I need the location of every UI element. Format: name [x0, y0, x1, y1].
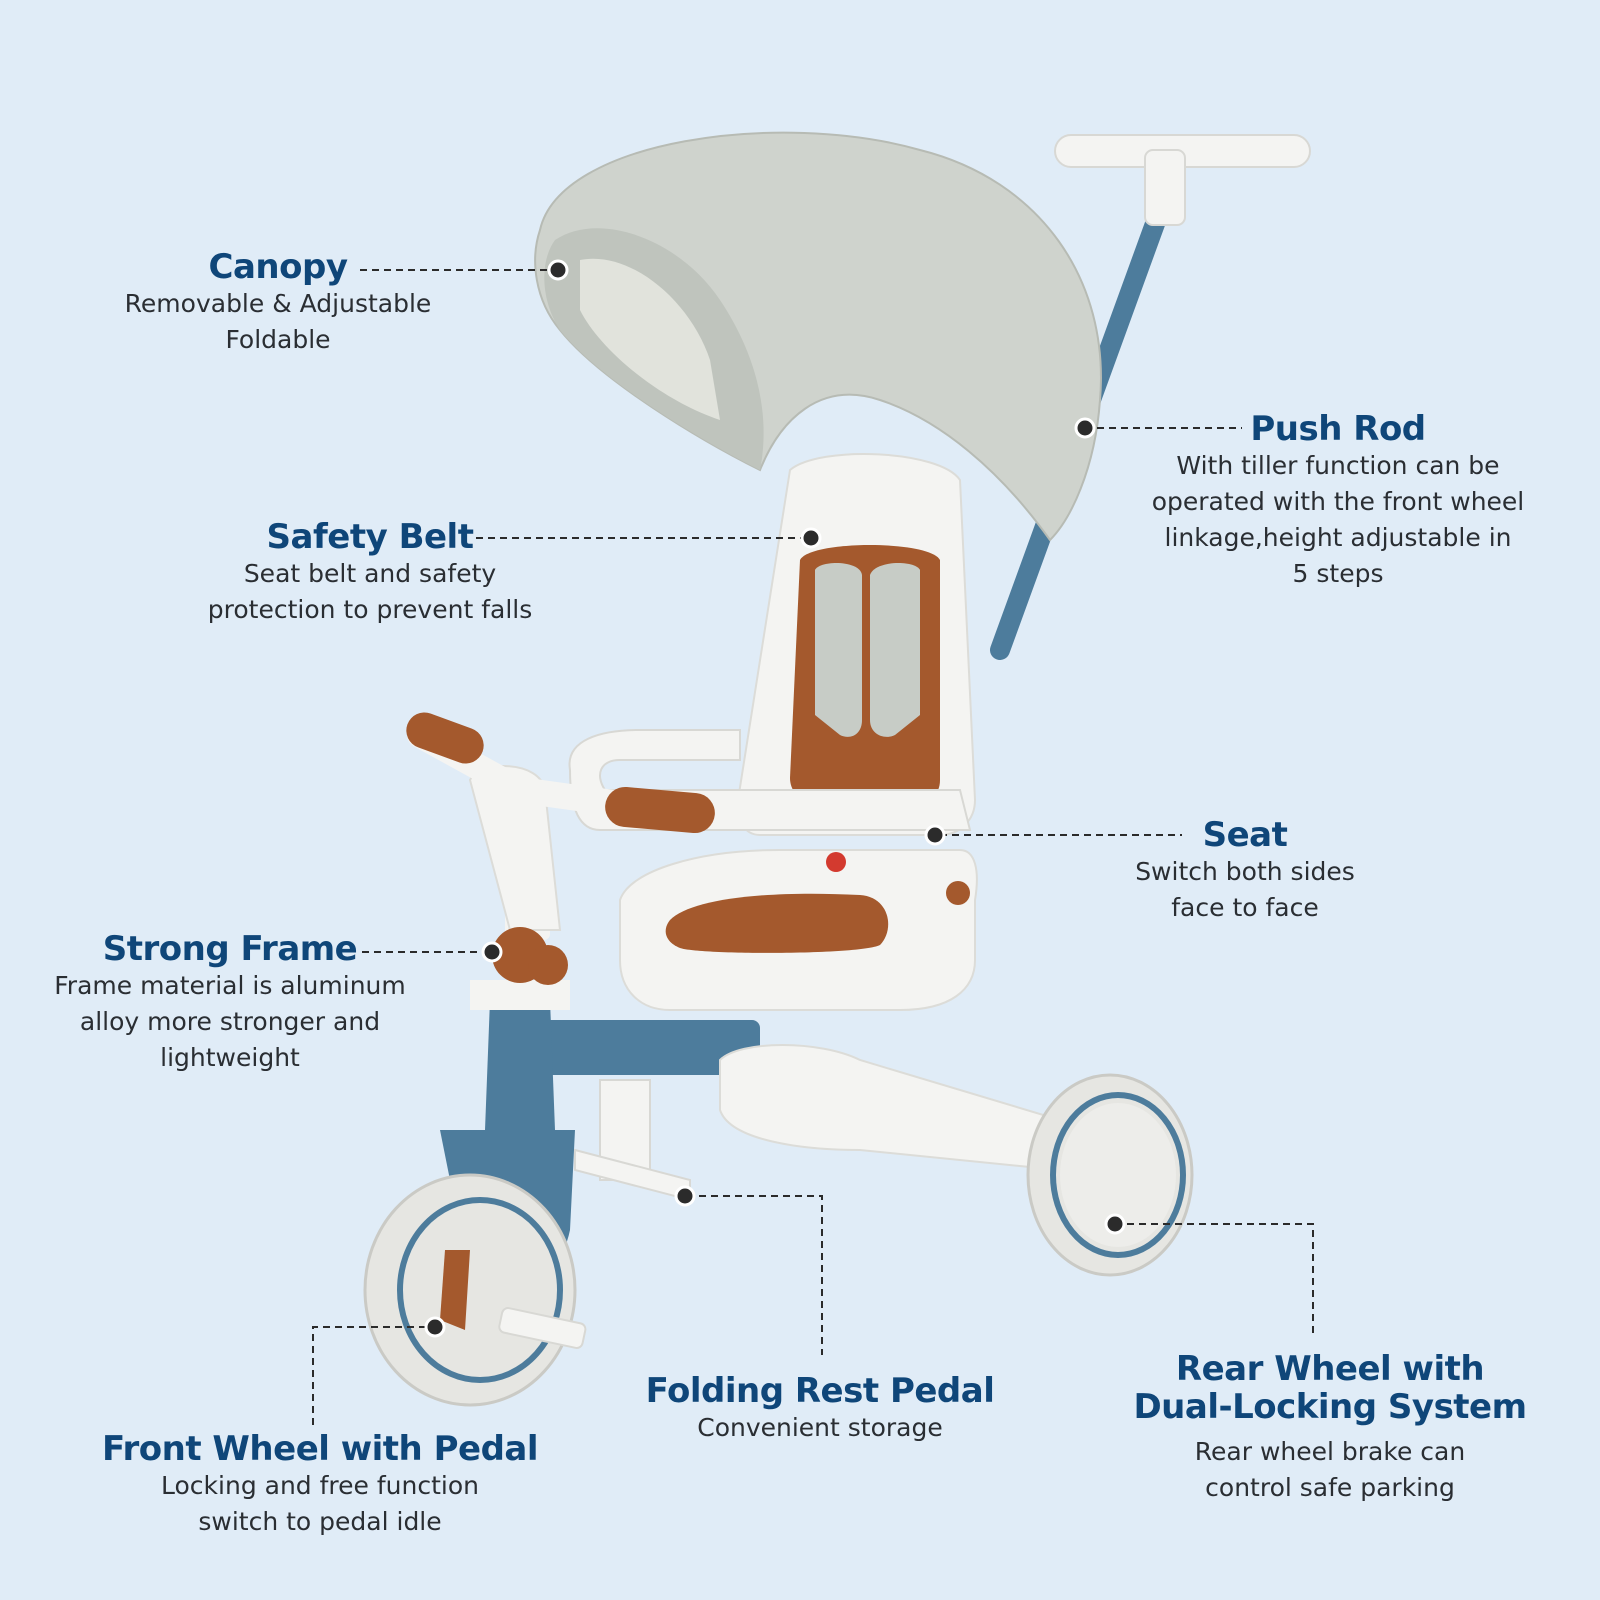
callout-title: Front Wheel with Pedal	[101, 1429, 539, 1469]
callout-desc-line: Convenient storage	[697, 1413, 943, 1442]
callout-desc-line: face to face	[1171, 893, 1319, 922]
callout-desc-line: protection to prevent falls	[207, 595, 533, 624]
rear-wheel-graphic	[1026, 1073, 1194, 1277]
callout-front-wheel: Front Wheel with Pedal Locking and free …	[100, 1430, 540, 1540]
callout-desc-line: Rear wheel brake can	[1194, 1437, 1466, 1466]
callout-title: Push Rod	[1250, 409, 1426, 449]
callout-desc-line: Foldable	[225, 325, 331, 354]
callout-desc-line: switch to pedal idle	[198, 1507, 442, 1536]
front-wheel-graphic	[363, 1173, 587, 1407]
callout-desc-line: operated with the front wheel	[1151, 487, 1525, 516]
canopy-graphic	[534, 131, 1102, 542]
leader-lines	[312, 269, 1314, 1425]
callout-desc-line: lightweight	[160, 1043, 300, 1072]
callout-desc-line: 5 steps	[1292, 559, 1384, 588]
callout-desc-line: Locking and free function	[161, 1471, 479, 1500]
callout-desc-line: linkage,height adjustable in	[1164, 523, 1512, 552]
callout-desc-line: Removable & Adjustable	[124, 289, 432, 318]
callout-title: Strong Frame	[102, 929, 358, 969]
callout-desc-line: alloy more stronger and	[79, 1007, 381, 1036]
callout-title: Canopy	[208, 247, 348, 287]
callout-title-line: Dual-Locking System	[1133, 1387, 1527, 1427]
callout-canopy: Canopy Removable & Adjustable Foldable	[118, 248, 438, 358]
callout-title: Safety Belt	[266, 517, 474, 557]
callout-folding-pedal: Folding Rest Pedal Convenient storage	[640, 1372, 1000, 1446]
callout-title: Seat	[1202, 815, 1288, 855]
callout-title: Folding Rest Pedal	[645, 1371, 995, 1411]
callout-safety-belt: Safety Belt Seat belt and safety protect…	[200, 518, 540, 628]
callout-strong-frame: Strong Frame Frame material is aluminum …	[40, 930, 420, 1076]
callout-desc-line: Switch both sides	[1135, 857, 1355, 886]
seat-graphic	[568, 452, 978, 1011]
callout-desc-line: Seat belt and safety	[243, 559, 497, 588]
callout-desc-line: With tiller function can be	[1176, 451, 1500, 480]
callout-title-line: Rear Wheel with	[1175, 1349, 1485, 1389]
anchor-dots	[424, 259, 1126, 1338]
callout-desc-line: Frame material is aluminum	[54, 971, 406, 1000]
callout-push-rod: Push Rod With tiller function can be ope…	[1148, 410, 1528, 592]
callout-desc-line: control safe parking	[1205, 1473, 1455, 1502]
callout-rear-wheel: Rear Wheel with Dual-Locking System Rear…	[1130, 1350, 1530, 1506]
callout-seat: Seat Switch both sides face to face	[1105, 816, 1385, 926]
